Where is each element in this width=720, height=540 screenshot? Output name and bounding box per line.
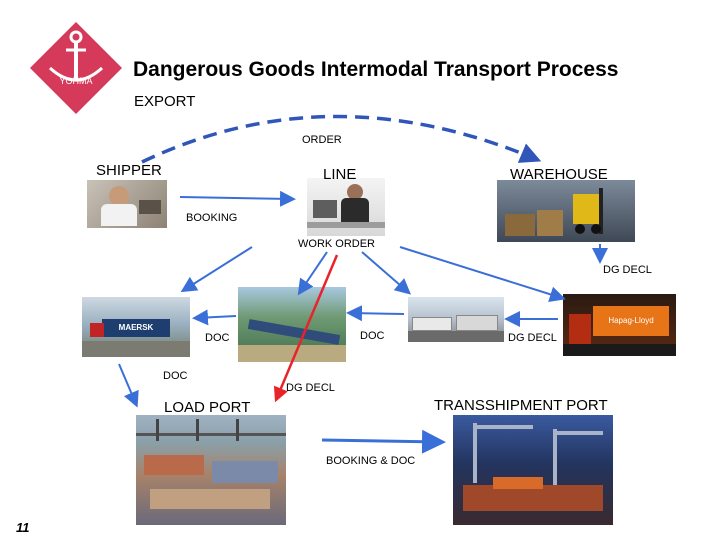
edge-label-booking-doc: BOOKING & DOC [326,455,416,467]
work-order-arrow-far-right [399,246,566,303]
booking-doc-arrow [321,429,446,454]
page-subtitle: EXPORT [134,93,196,110]
warehouse-photo [497,180,635,242]
edge-label-dg-decl-right: DG DECL [603,264,652,276]
hapag-container-label: Hapag-Lloyd [593,306,669,336]
maersk-truck-photo: MAERSK [82,297,190,357]
node-line: LINE [323,166,357,183]
order-dashed-arrow [141,114,542,164]
work-order-arrow-left [180,246,253,293]
edge-label-dg-decl-center: DG DECL [286,382,335,394]
node-transshipment-port: TRANSSHIPMENT PORT [434,397,608,414]
logo-icon: YOHMA [30,22,122,114]
rail-photo [238,287,346,362]
edge-label-doc-middle: DOC [360,330,385,342]
line-photo [307,178,385,236]
dg-decl-red-arrow [273,254,339,403]
trucks-photo [408,297,504,342]
transshipment-port-photo [453,415,613,525]
edge-label-dg-decl-mid: DG DECL [508,332,557,344]
edge-label-work-order: WORK ORDER [298,238,375,250]
load-port-photo [136,415,286,525]
trucks-to-rail-arrow [346,305,405,322]
page-title: Dangerous Goods Intermodal Transport Pro… [133,58,619,81]
maersk-container-label: MAERSK [102,319,170,337]
doc-down-arrow [118,363,139,408]
edge-label-doc-down: DOC [163,370,188,382]
work-order-arrow-right [361,251,412,295]
node-shipper: SHIPPER [96,162,162,179]
hapag-container-photo: Hapag-Lloyd [563,294,676,356]
node-load-port: LOAD PORT [164,399,251,416]
rail-to-truck-arrow [192,309,237,326]
node-warehouse: WAREHOUSE [510,166,608,183]
edge-label-doc-left: DOC [205,332,230,344]
work-order-arrow-down [297,251,328,296]
page-number: 11 [16,520,30,535]
shipper-photo [87,180,167,228]
edge-label-order: ORDER [302,134,342,146]
logo-text: YOHMA [59,76,92,86]
edge-label-booking: BOOKING [186,212,238,224]
booking-arrow [179,190,296,207]
